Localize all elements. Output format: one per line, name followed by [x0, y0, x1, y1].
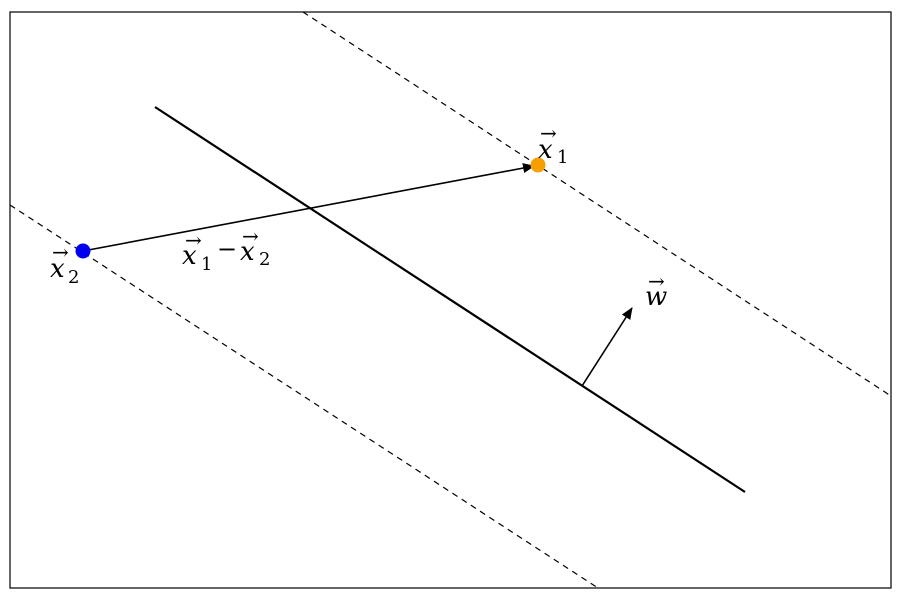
lower-margin-line [10, 204, 599, 588]
upper-margin-line [302, 12, 891, 397]
normal-vector-w-arrow [581, 307, 633, 387]
point-x1 [530, 157, 546, 173]
svg-text:1: 1 [557, 147, 568, 168]
svg-text:2: 2 [259, 249, 270, 270]
label-w: → w [645, 269, 667, 312]
svg-text:→: → [540, 121, 557, 145]
difference-vector-arrow [82, 163, 535, 252]
svg-text:2: 2 [68, 267, 79, 288]
svg-text:→: → [242, 224, 259, 248]
svg-text:→: → [52, 240, 69, 264]
svg-text:x: x [182, 241, 197, 271]
svg-text:x: x [50, 254, 65, 284]
label-difference-vector: → x 1 − → x 2 [182, 224, 270, 275]
svg-text:→: → [648, 269, 665, 293]
svg-text:x: x [240, 237, 255, 267]
plot-frame [9, 11, 892, 589]
decision-boundary-line [154, 106, 746, 493]
svg-text:→: → [185, 228, 202, 252]
svg-text:1: 1 [201, 254, 212, 275]
svg-text:−: − [217, 235, 237, 263]
svg-text:w: w [645, 282, 667, 312]
label-x1: → x 1 [538, 121, 568, 168]
point-x2 [75, 243, 91, 259]
svg-text:x: x [538, 135, 553, 165]
label-x2: → x 2 [50, 240, 79, 288]
